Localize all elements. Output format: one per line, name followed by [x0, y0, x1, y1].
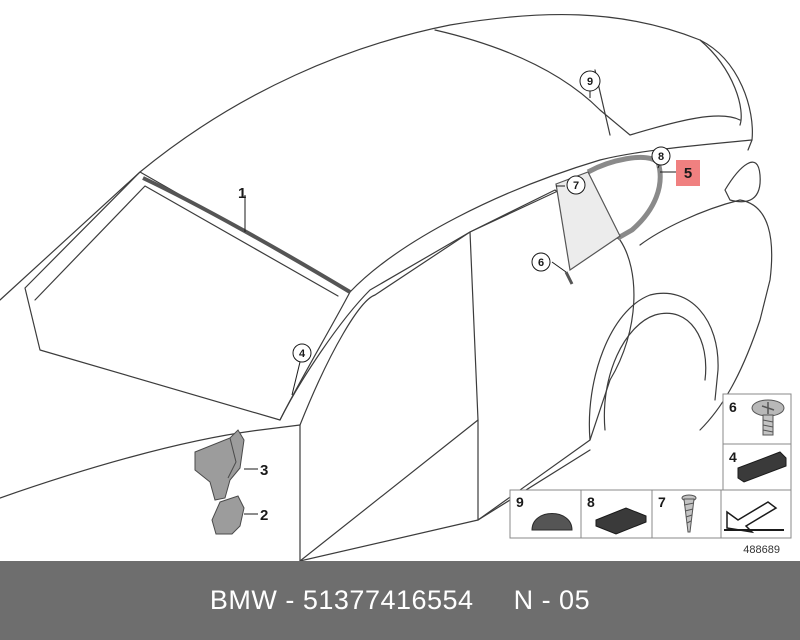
hood-line — [0, 424, 301, 561]
callout-2: 2 — [260, 507, 268, 524]
part-3-bracket — [194, 429, 245, 501]
callout-9: 9 — [579, 70, 601, 92]
footer-bar: BMW - 51377416554 N - 05 — [0, 561, 800, 640]
body-side — [279, 189, 561, 421]
part-7-quarter-glass — [555, 171, 621, 272]
pad-icon — [595, 507, 647, 535]
legend-box-9-cap: 9 — [509, 489, 582, 539]
screw-slot-icon — [761, 402, 775, 414]
callout-5: 5 — [676, 160, 700, 186]
part-number-caption: BMW - 51377416554 N - 05 — [209, 585, 591, 615]
callout-1: 1 — [238, 185, 246, 202]
legend-9-label: 9 — [516, 494, 524, 510]
parts-diagram: 1 3 2 4 5 6 7 8 9 6 4 — [0, 13, 792, 561]
callout-6-label: 6 — [538, 257, 544, 269]
rear-quarter — [639, 199, 773, 431]
roof-outline — [0, 13, 753, 301]
windshield-inner — [34, 185, 339, 301]
part-1-windshield-seal — [142, 176, 352, 294]
legend-8-label: 8 — [587, 494, 595, 510]
callout-2-label: 2 — [260, 507, 268, 524]
leader-6 — [551, 261, 567, 273]
callout-6: 6 — [531, 252, 551, 272]
strip-icon — [737, 451, 787, 483]
rear-light — [724, 161, 761, 203]
callout-3-label: 3 — [260, 462, 268, 479]
callout-5-label: 5 — [684, 165, 692, 182]
leader-4 — [291, 361, 301, 396]
rear-door — [469, 189, 635, 521]
callout-8-label: 8 — [658, 151, 664, 163]
part-2-bracket — [211, 495, 245, 535]
door-sill — [299, 449, 591, 561]
callout-9-label: 9 — [587, 76, 593, 88]
callout-1-label: 1 — [238, 185, 246, 202]
roof-rail — [434, 29, 741, 136]
legend-box-8-pad: 8 — [580, 489, 653, 539]
callout-7-label: 7 — [573, 180, 579, 192]
front-door — [299, 231, 479, 561]
callout-4: 4 — [292, 343, 312, 363]
legend-7-label: 7 — [658, 494, 666, 510]
wheel-arch — [588, 292, 719, 441]
reference-number: 488689 — [743, 544, 780, 556]
callout-3: 3 — [260, 462, 268, 479]
a-pillar — [349, 139, 753, 293]
roof-spoiler — [594, 39, 742, 136]
legend-box-4-strip: 4 — [722, 443, 792, 491]
wheel-arch-inner — [603, 312, 707, 431]
legend-6-label: 6 — [729, 399, 737, 415]
part-6-pillar-strip — [564, 271, 574, 285]
dome-cap-icon — [531, 513, 573, 531]
legend-box-7-screw: 7 — [651, 489, 722, 539]
legend-4-label: 4 — [729, 449, 737, 465]
legend-box-arrow — [720, 489, 792, 539]
callout-8: 8 — [651, 146, 671, 166]
legend-box-6-screw: 6 — [722, 393, 792, 445]
callout-4-label: 4 — [299, 348, 306, 360]
callout-7: 7 — [566, 175, 586, 195]
